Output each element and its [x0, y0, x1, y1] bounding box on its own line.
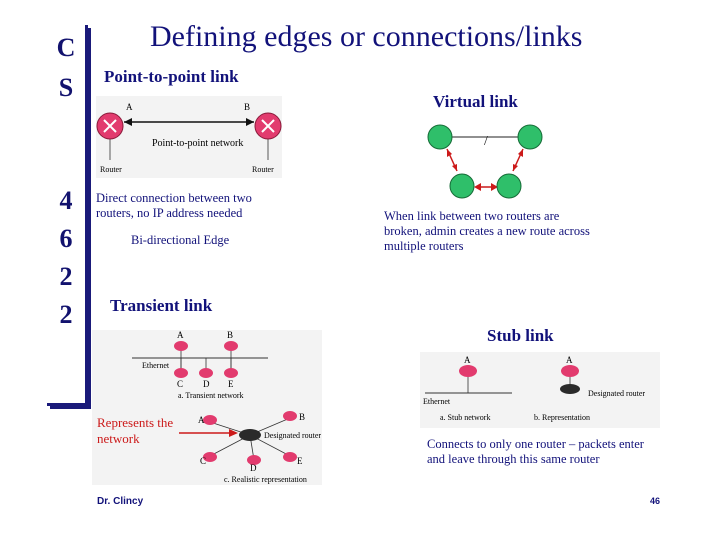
transient-router-d-icon — [199, 368, 213, 378]
transient-router-c-icon — [174, 368, 188, 378]
stub-caption-a: a. Stub network — [440, 413, 490, 422]
ring-router-a-icon — [203, 415, 217, 425]
stub-caption-b: b. Representation — [534, 413, 590, 422]
transient-designated-router-label: Designated router — [264, 431, 321, 440]
course-digit: 6 — [59, 224, 73, 253]
course-number-band: C S 4 6 2 2 — [47, 25, 88, 406]
ring-letter-b: B — [299, 412, 305, 422]
node-bottom-right-icon — [496, 173, 522, 199]
transient-router-e-icon — [224, 368, 238, 378]
stub-letter-a: A — [464, 355, 471, 365]
course-digit: 4 — [59, 186, 73, 215]
transient-caption-a: a. Transient network — [178, 391, 244, 400]
course-letter: S — [58, 73, 74, 102]
point-to-point-figure: A B Point-to-point network Router Router — [96, 96, 282, 178]
transient-figure: A B Ethernet C D E a. Transient network … — [92, 330, 322, 485]
node-bottom-left-icon — [449, 173, 475, 199]
stub-diagram: A Ethernet a. Stub network A Designated … — [423, 355, 645, 422]
ring-router-d-icon — [247, 455, 261, 465]
transient-letter-c: C — [177, 379, 183, 389]
ring-letter-a: A — [198, 415, 205, 425]
bidirectional-edge-note: Bi-directional Edge — [131, 233, 230, 247]
stub-letter-a-rep: A — [566, 355, 573, 365]
page-number: 46 — [650, 496, 661, 506]
designated-router-icon — [239, 429, 261, 441]
stub-link-heading: Stub link — [487, 326, 554, 345]
course-digit: 2 — [59, 262, 73, 291]
point-to-point-description: Direct connection between two routers, n… — [96, 191, 252, 220]
router-left-icon — [96, 112, 124, 140]
ring-router-e-icon — [283, 452, 297, 462]
virtual-link-heading: Virtual link — [433, 92, 518, 111]
ring-letter-d: D — [250, 463, 257, 473]
point-to-point-diagram: A B Point-to-point network Router Router — [96, 102, 282, 174]
broken-link-mark: / — [484, 134, 488, 149]
router-left-letter: A — [126, 102, 133, 112]
node-top-left-icon — [427, 124, 453, 150]
slide-title: Defining edges or connections/links — [150, 20, 583, 53]
stub-designated-router-label: Designated router — [588, 389, 645, 398]
router-right-label: Router — [252, 165, 274, 174]
ring-router-b-icon — [283, 411, 297, 421]
stub-link-description: Connects to only one router – packets en… — [427, 437, 644, 466]
ring-router-c-icon — [203, 452, 217, 462]
transient-link-heading: Transient link — [110, 296, 213, 315]
transient-letter-b: B — [227, 330, 233, 340]
course-digit: 2 — [59, 300, 73, 329]
node-top-right-icon — [517, 124, 543, 150]
stub-router-a-icon — [459, 365, 477, 377]
stub-router-a-rep-icon — [561, 365, 579, 377]
router-left-label: Router — [100, 165, 122, 174]
footer-author: Dr. Clincy — [97, 496, 144, 507]
transient-letter-d: D — [203, 379, 210, 389]
transient-diagram: A B Ethernet C D E a. Transient network … — [132, 330, 321, 484]
router-right-letter: B — [244, 102, 250, 112]
ring-letter-c: C — [200, 456, 206, 466]
virtual-link-diagram: / — [427, 124, 543, 199]
transient-router-b-icon — [224, 341, 238, 351]
transient-ethernet-label: Ethernet — [142, 361, 170, 370]
transient-caption-b: c. Realistic representation — [224, 475, 307, 484]
stub-figure: A Ethernet a. Stub network A Designated … — [420, 352, 660, 428]
router-right-icon — [254, 112, 282, 140]
course-letter: C — [56, 33, 76, 62]
transient-letter-a: A — [177, 330, 184, 340]
virtual-link-figure: / — [420, 120, 550, 202]
transient-router-a-icon — [174, 341, 188, 351]
transient-letter-e: E — [228, 379, 234, 389]
point-to-point-heading: Point-to-point link — [104, 67, 239, 86]
stub-ethernet-label: Ethernet — [423, 397, 451, 406]
network-label: Point-to-point network — [152, 138, 243, 149]
ring-letter-e: E — [297, 456, 303, 466]
transient-annotation: Represents the network — [97, 415, 179, 448]
stub-designated-router-icon — [560, 384, 580, 394]
virtual-link-description: When link between two routers are broken… — [384, 209, 590, 253]
